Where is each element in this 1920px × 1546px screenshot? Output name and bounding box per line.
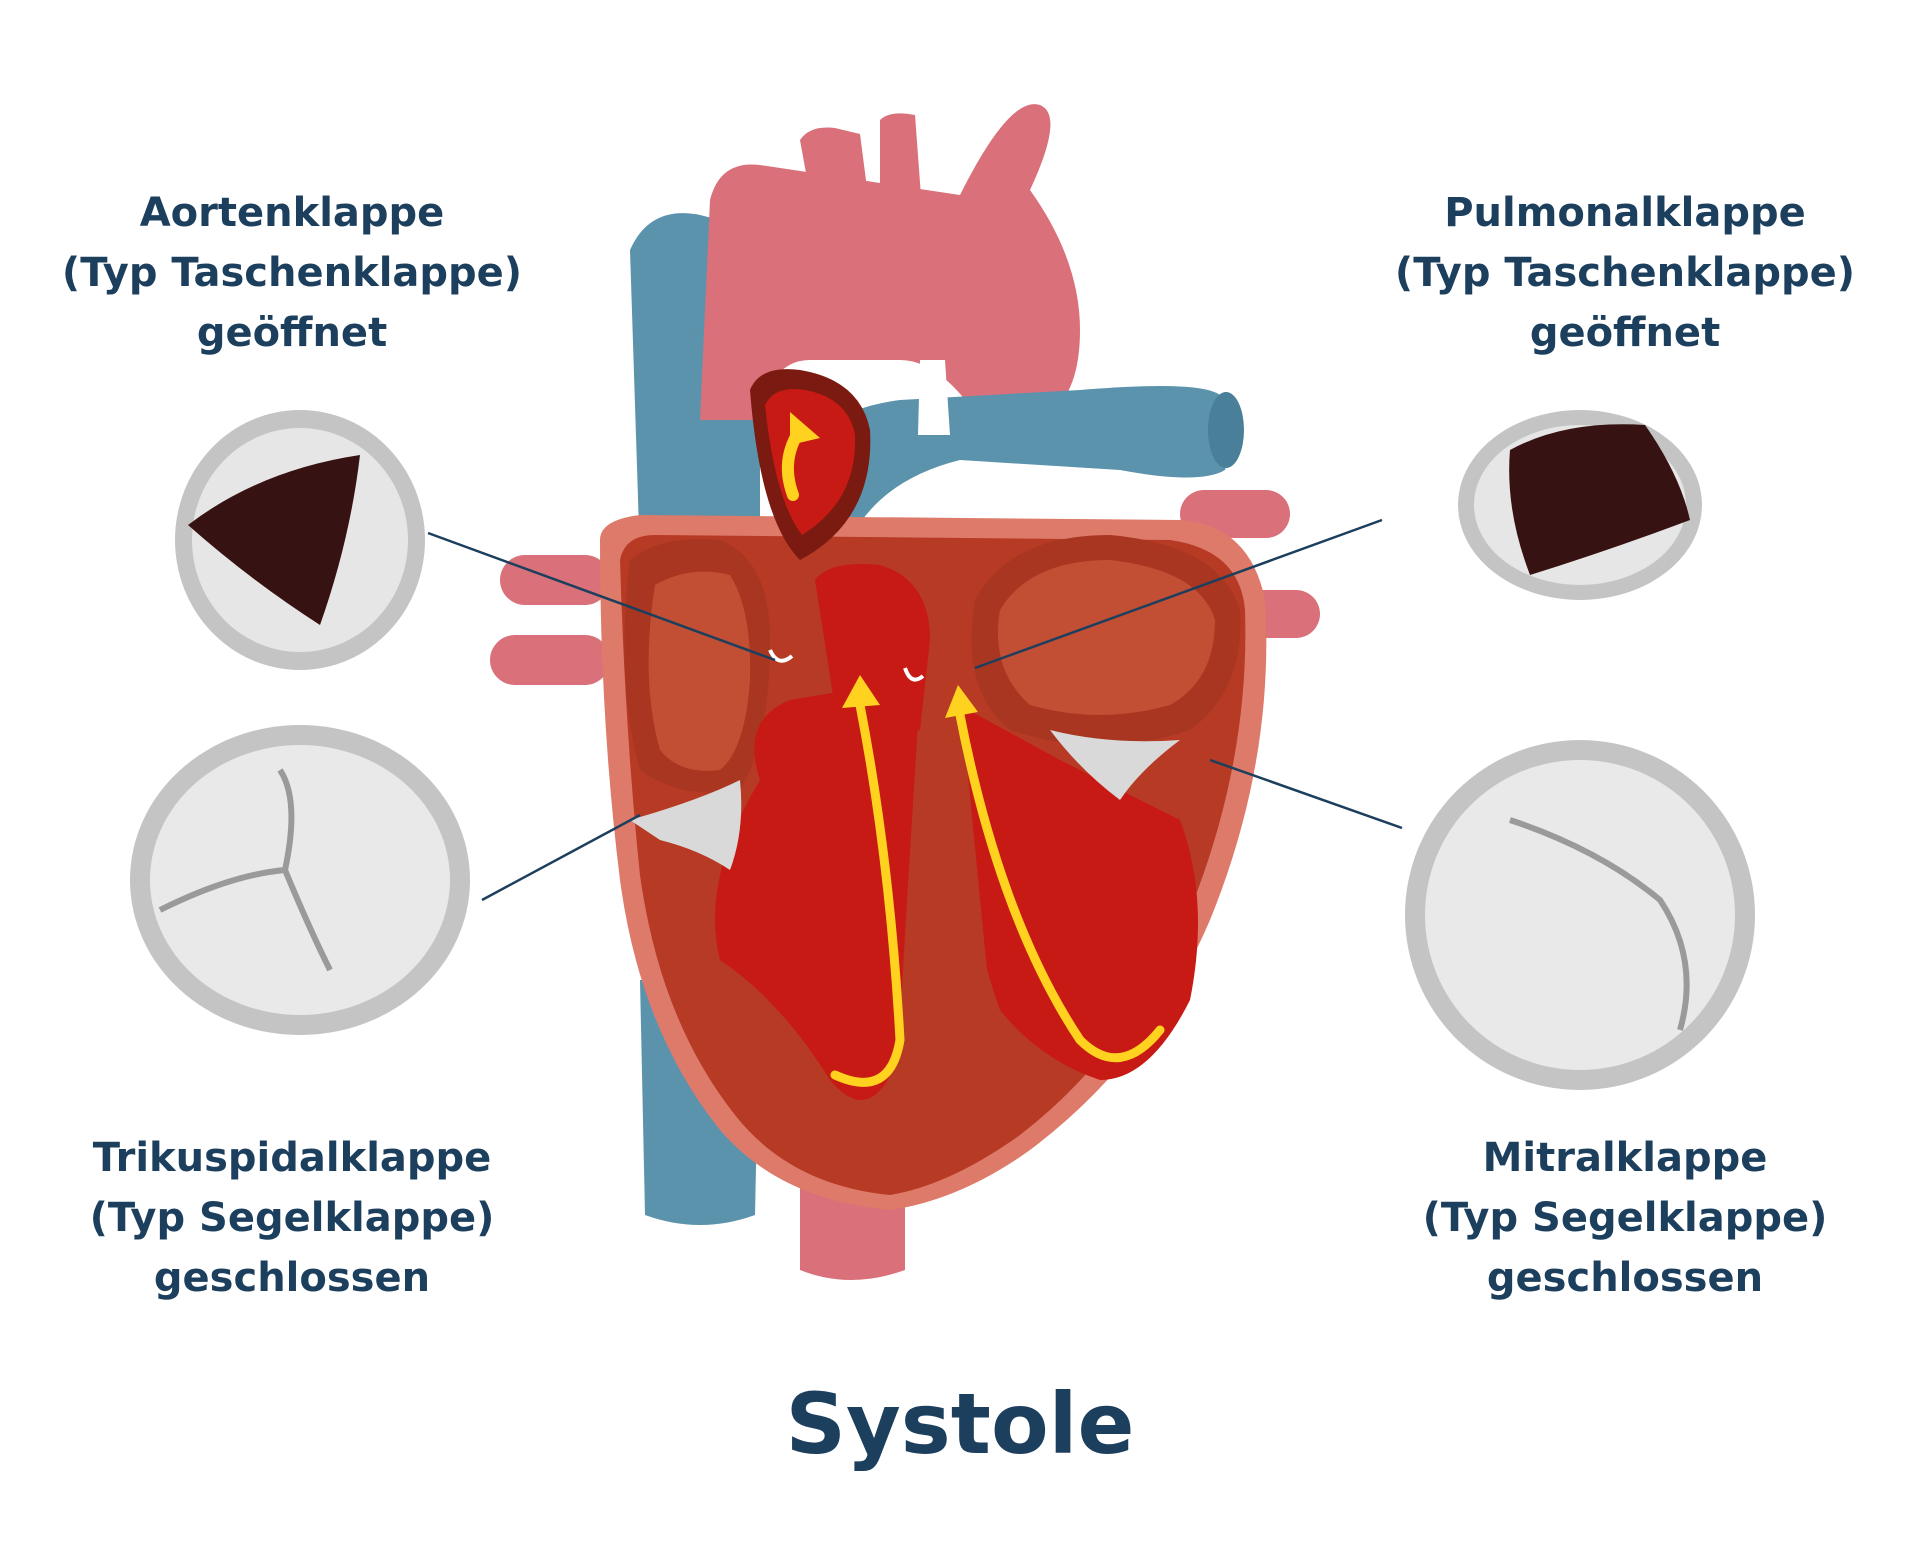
left-atrium-inner [998,560,1215,715]
diagram-title: Systole [785,1375,1135,1473]
pulmonary-valve-label: Pulmonalklappe (Typ Taschenklappe) geöff… [1345,183,1905,363]
tricuspid-valve-illustration [130,725,470,1035]
aortic-valve-label: Aortenklappe (Typ Taschenklappe) geöffne… [12,183,572,363]
aortic-outflow-tract [815,564,930,740]
tricuspid-valve-type: (Typ Segelklappe) [89,1195,495,1241]
mitral-leaflets [1050,730,1180,800]
tricuspid-valve-state: geschlossen [153,1255,431,1301]
aortic-arch [700,104,1080,420]
tricuspid-valve-label: Trikuspidalklappe (Typ Segelklappe) gesc… [12,1128,572,1308]
pulmonary-valve-mark [903,667,925,682]
mitral-valve-label: Mitralklappe (Typ Segelklappe) geschloss… [1345,1128,1905,1308]
leader-line-mitral [1209,758,1403,830]
mitral-valve-state: geschlossen [1486,1255,1764,1301]
flow-arrowhead-right-ventricle [842,675,880,708]
flow-arrow-right-ventricle [830,700,905,1087]
pulmonary-trunk [780,386,1232,560]
left-ventricle-blood [950,700,1198,1080]
pulmonary-valve-state: geöffnet [1529,310,1721,356]
septum [900,690,992,1150]
ligamentum-arteriosum [918,360,950,435]
leader-line-aortic [427,531,776,662]
leader-line-tricuspid [481,813,641,902]
flow-arrowhead-left-ventricle [945,685,978,718]
mitral-valve-name: Mitralklappe [1482,1135,1768,1181]
tricuspid-valve-name: Trikuspidalklappe [92,1135,492,1181]
pulmonary-valve-illustration [1458,410,1702,600]
flow-arrowhead-aorta [790,412,820,445]
aortic-valve-mark [768,649,794,663]
flow-arrow-left-ventricle [955,710,1165,1063]
pulmonary-valve-type: (Typ Taschenklappe) [1394,250,1856,296]
aortic-root-lumen [765,389,856,535]
right-atrium-inner [648,571,751,771]
brachiocephalic-artery [800,127,875,250]
carotid-artery [880,113,925,250]
mitral-valve-type: (Typ Segelklappe) [1422,1195,1828,1241]
pulmonary-valve-name: Pulmonalklappe [1444,190,1806,236]
aortic-valve-type: (Typ Taschenklappe) [61,250,523,296]
mitral-valve-illustration [1405,740,1755,1090]
leader-line-pulmonary [974,518,1383,670]
aortic-valve-illustration [175,410,425,670]
aortic-valve-state: geöffnet [196,310,388,356]
pulmonary-artery-end [1208,392,1244,468]
aortic-valve-name: Aortenklappe [139,190,445,236]
pulmonary-vein-left-2 [490,635,610,685]
tricuspid-leaflets [630,780,742,870]
